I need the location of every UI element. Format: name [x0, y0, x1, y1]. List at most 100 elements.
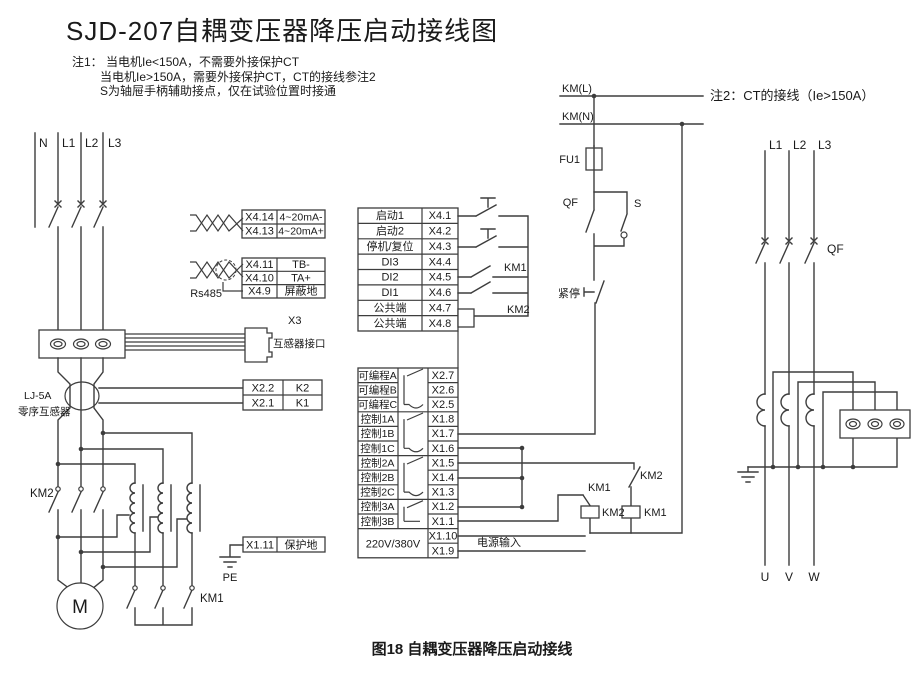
right-ground-symbol — [737, 466, 759, 483]
ct-terminal-hole-inner — [870, 420, 880, 428]
comm-block-grid — [242, 258, 325, 298]
x3-connector — [244, 327, 273, 363]
control-terminal-table: 可编程A X2.7 可编程B X2.6 可编程C X2.5 控制1A X1.8 … — [357, 367, 459, 559]
out-u-label: U — [761, 570, 770, 584]
title-block: SJD-207自耦变压器降压启动接线图 注1： 当电机Ie<150A，不需要外接… — [66, 16, 497, 98]
supply-n-label: KM(N) — [562, 111, 594, 123]
ct-port: X3 互感器接口 — [244, 315, 326, 363]
terminal-label: 控制2A — [361, 456, 395, 469]
transformer-top-feeds — [57, 432, 193, 484]
terminal-id: X1.4 — [432, 472, 455, 484]
s-switch-terminal — [620, 231, 628, 239]
junction-dot — [519, 445, 525, 451]
pe-ground-label: PE — [223, 572, 238, 584]
control-supply-circuit: KM(L) KM(N) 注2：CT的接线（Ie>150A） FU1 QF S 紧… — [457, 83, 874, 534]
terminal-id: X4.5 — [429, 272, 452, 284]
note2-text: 注2：CT的接线（Ie>150A） — [710, 88, 874, 103]
terminal-label: 可编程C — [358, 398, 397, 411]
junction-dot — [55, 461, 61, 467]
terminal-id: X2.6 — [432, 384, 455, 396]
terminal-label: 公共端 — [374, 302, 407, 315]
right-l2-label: L2 — [793, 138, 807, 152]
terminal-label: DI2 — [381, 272, 398, 284]
terminal-label: K1 — [296, 398, 309, 410]
motor-symbol — [56, 582, 104, 630]
km1-coil-label: KM1 — [644, 507, 667, 519]
shield-drain-wire — [222, 282, 243, 292]
terminal-id: X4.7 — [429, 303, 452, 315]
rs485-label: Rs485 — [190, 288, 222, 300]
interlock-circuit: KM1 KM2 KM2 KM1 — [457, 445, 667, 534]
zero-seq-ct-leads — [98, 387, 244, 404]
interlock-wiring — [457, 447, 641, 534]
terminal-id: X2.1 — [252, 398, 275, 410]
x3-label: 互感器接口 — [273, 337, 326, 350]
ct-hole-3-inner — [98, 340, 108, 348]
terminal-label: DI3 — [381, 256, 398, 268]
ct-hole-1-inner — [53, 340, 63, 348]
right-phase-lines — [755, 150, 815, 395]
km2-coil-label: KM2 — [602, 507, 625, 519]
terminal-id: X1.8 — [432, 414, 455, 426]
right-l1-label: L1 — [769, 138, 783, 152]
terminal-id: X4.10 — [245, 272, 274, 284]
terminal-label: 启动2 — [376, 225, 404, 238]
right-phase-outputs — [764, 425, 815, 566]
supply-l-label: KM(L) — [562, 83, 592, 95]
relay-out-block: X2.2 K2 X2.1 K1 — [242, 379, 323, 411]
terminal-label: 控制1B — [361, 427, 395, 440]
zero-seq-ct-type: 零序互感器 — [18, 405, 71, 418]
terminal-id: X4.9 — [248, 286, 271, 298]
relay-contact-symbols — [403, 368, 424, 522]
zero-seq-ct-model: LJ-5A — [24, 390, 51, 402]
right-ct-circuit: L1 L2 L3 QF U V W — [737, 138, 911, 584]
km2-contact-terminal — [78, 486, 84, 492]
s-switch-label: S — [634, 198, 641, 210]
km1-star-contactor-label: KM1 — [200, 593, 224, 605]
note1-line3: S为轴屉手柄辅助接点，仅在试验位置时接通 — [100, 83, 336, 98]
km2-contact-terminal — [55, 486, 61, 492]
comm-block-frame — [241, 257, 326, 299]
note1-line2: 当电机Ie>150A，需要外接保护CT，CT的接线参注2 — [100, 69, 376, 84]
junction-dot — [78, 549, 84, 555]
terminal-id: X4.14 — [245, 212, 274, 224]
terminal-id: X1.10 — [429, 531, 458, 543]
junction-dot — [100, 564, 106, 570]
terminal-label: 停机/复位 — [366, 239, 413, 253]
phase-lines-to-motor — [57, 509, 104, 590]
right-l3-label: L3 — [818, 138, 832, 152]
km2-interlock-label: KM2 — [640, 470, 663, 482]
power-voltage: 220V/380V — [366, 539, 421, 551]
power-input-label: 电源输入 — [477, 535, 521, 549]
terminal-label: 可编程A — [358, 369, 397, 382]
terminal-id: X4.8 — [429, 318, 452, 330]
analog-block-grid — [242, 210, 325, 238]
terminal-id: X4.6 — [429, 287, 452, 299]
km1-feedback-label: KM1 — [504, 262, 527, 274]
phase-l2-label: L2 — [85, 136, 99, 150]
junction-dot — [679, 121, 685, 127]
zero-seq-ct-ring — [64, 381, 100, 411]
terminal-label: 控制3B — [361, 515, 395, 528]
left-phase-lines — [34, 132, 104, 331]
transformer-mid-taps — [57, 514, 187, 568]
ct-secondary-wiring — [747, 371, 898, 468]
phase-l3-label: L3 — [108, 136, 122, 150]
out-v-label: V — [785, 570, 793, 584]
terminal-label: 公共端 — [374, 317, 407, 330]
terminal-id: X1.9 — [432, 546, 455, 558]
terminal-id: X1.6 — [432, 443, 455, 455]
right-breaker-x-marks — [761, 237, 818, 245]
terminal-id: X1.7 — [432, 428, 455, 440]
terminal-id: X4.11 — [246, 259, 274, 271]
left-power-circuit: N L1 L2 L3 LJ-5A 零序互感器 KM2 — [18, 132, 245, 630]
device-terminals: X4.14 4~20mA- X4.13 4~20mA+ X4.11 TB- X4… — [190, 207, 586, 584]
motor-label: M — [72, 597, 88, 618]
km1-contact-terminal — [189, 585, 195, 591]
ct-terminal-hole-inner — [892, 420, 902, 428]
terminal-label: 控制3A — [361, 500, 395, 513]
terminal-label: 启动1 — [376, 209, 404, 222]
terminal-id: X2.7 — [432, 370, 455, 382]
phase-l1-label: L1 — [62, 136, 76, 150]
terminal-label: TA+ — [291, 272, 311, 284]
